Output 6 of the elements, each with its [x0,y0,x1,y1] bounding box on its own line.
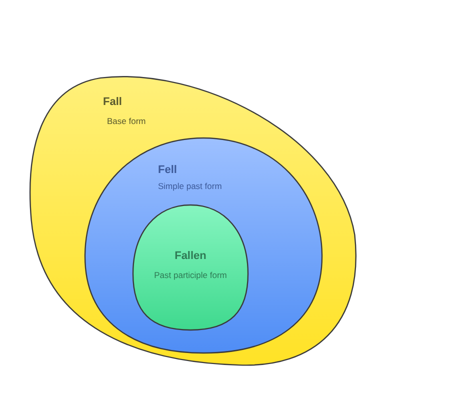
word-label: Fallen [174,250,208,262]
word-label: Fall [103,96,122,108]
form-description: Past participle form [153,271,228,280]
form-description: Base form [107,117,146,126]
form-description: Simple past form [158,182,222,192]
word-label: Fell [158,164,177,176]
